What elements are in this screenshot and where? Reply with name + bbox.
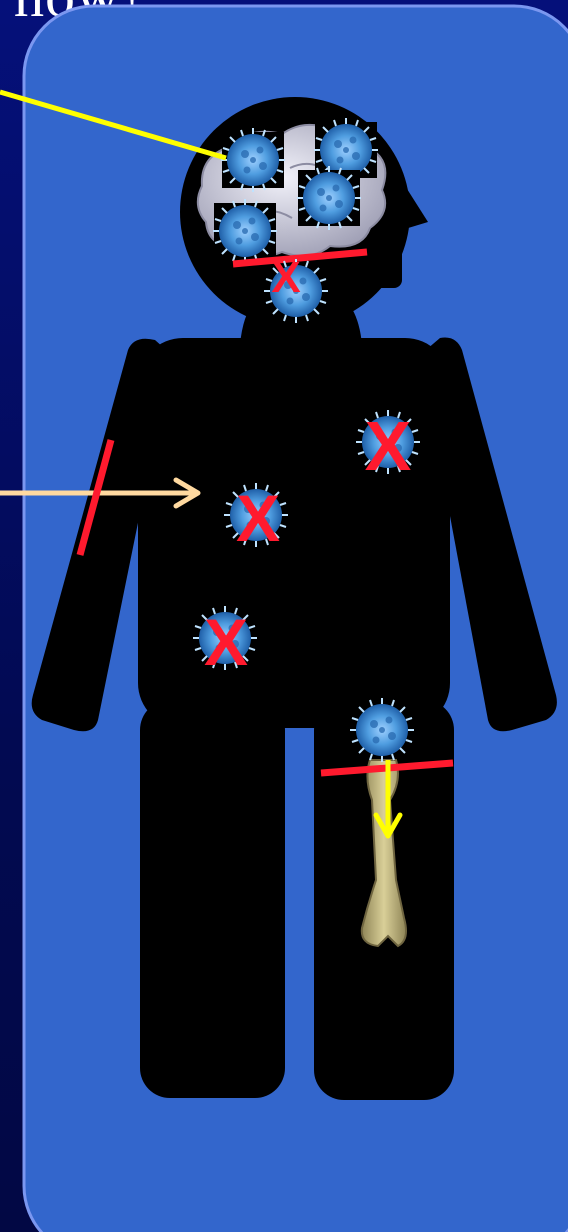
block-mark-lower-abdomen: X — [204, 605, 248, 679]
left-leg — [140, 700, 285, 1098]
virus-icon — [213, 199, 277, 263]
block-mark-chest: X — [365, 407, 412, 485]
virus-icon — [297, 166, 361, 230]
virus-icon — [350, 698, 414, 762]
torso — [138, 338, 450, 728]
chin — [360, 230, 402, 288]
virus-icon — [221, 128, 285, 192]
block-mark-abdomen: X — [236, 481, 280, 555]
block-mark-neck: X — [271, 253, 300, 302]
